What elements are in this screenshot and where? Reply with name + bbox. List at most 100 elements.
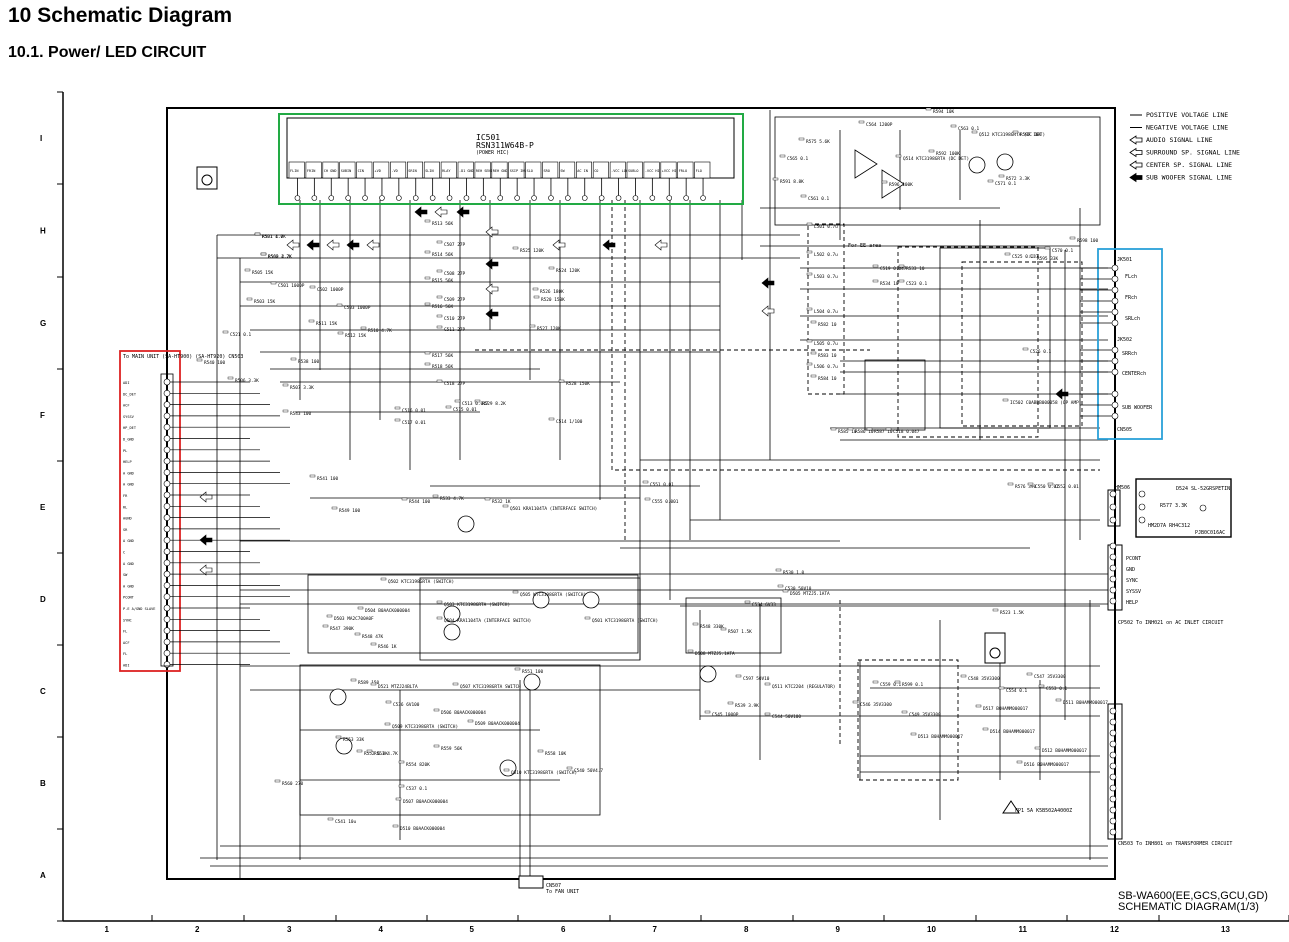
ic501-pin: CH GND: [324, 169, 337, 173]
cn503-pin-label: ADI: [123, 381, 130, 385]
component-label: D513 B0HAMM000017: [918, 734, 963, 740]
component-label: C530 50V10: [785, 586, 812, 592]
legend-arrow-swatch: [1129, 147, 1143, 158]
legend-arrow-swatch: [1129, 172, 1143, 183]
cn503-pin-label: C: [123, 551, 125, 555]
component-label: Q509 KTC3198GRTA (SWITCH): [392, 724, 458, 730]
footer-sheet: SCHEMATIC DIAGRAM(1/3): [1118, 901, 1259, 913]
component-label: C553 0.1: [1046, 686, 1068, 692]
grid-col-label: 4: [379, 925, 384, 934]
component-label: R533 4.7K: [440, 496, 464, 502]
component-label: R506 3.3K: [235, 378, 259, 384]
component-label: D509 B0AACK000004: [475, 721, 520, 727]
component-label: R543 100: [290, 411, 312, 417]
grid-row-label: G: [40, 319, 46, 328]
ic501-pin: AC IN: [577, 169, 588, 173]
led-subboard: D524 SL-52GRSPETIN R577 3.3K HM2D7A RH4C…: [1107, 478, 1232, 538]
pcont-connector: PCONT GND SYNC SYSSV HELP CP502 To INH02…: [1107, 544, 1223, 626]
ic501-pin: SLIN: [425, 169, 433, 173]
component-label: R591 8.8K: [780, 179, 804, 185]
grid-col-label: 8: [744, 925, 749, 934]
hm506-label: HM506: [1115, 485, 1130, 491]
ic501-pin: SRIN: [408, 169, 416, 173]
component-label: R548 47K: [362, 634, 384, 640]
component-label: Q501 KTC3198GRTA (SWITCH): [592, 618, 658, 624]
component-label: C564 1200P: [866, 122, 893, 128]
cn503-pin-label: A GND: [123, 562, 134, 566]
component-label: R597 10K: [1020, 132, 1042, 138]
component-label: Q512 KTC3198GRTA (DC DET): [979, 132, 1045, 138]
grid-col-label: 13: [1221, 925, 1230, 934]
component-label: Q510 KTC3198GRTA (SWITCH): [511, 770, 577, 776]
legend-item: POSITIVE VOLTAGE LINE: [1146, 111, 1228, 119]
component-label: C571 0.1: [995, 181, 1017, 187]
component-label: Q514 KTC3198GRTA (DC DET): [903, 156, 969, 162]
component-label: C548 35V3300: [968, 676, 1000, 682]
ic501-pin: SSIP INUT: [510, 169, 530, 173]
component-label: Q507 KTC3198GRTA SWITCH: [460, 684, 521, 690]
grid-col-label: 5: [470, 925, 475, 934]
cn503-pin-label: A GND: [123, 539, 134, 543]
component-label: C516 0.01: [402, 408, 426, 414]
cn503-pin-label: D_GND: [123, 438, 134, 442]
grid-col-label: 9: [836, 925, 841, 934]
component-label: Q505 KTC3198GRTA (SWITCH): [520, 592, 586, 598]
section-title: 10.1. Power/ LED CIRCUIT: [8, 44, 207, 61]
component-label: R544 100: [409, 499, 431, 505]
component-label: R598 100: [1077, 238, 1099, 244]
grid-col-label: 10: [927, 925, 936, 934]
component-label: R528 150K: [566, 381, 590, 387]
ic501-pin: CO: [594, 169, 598, 173]
component-label: R531 1.0: [262, 234, 284, 240]
cn503-pin-label: HELP: [123, 460, 132, 464]
component-label: R586 10: [855, 429, 874, 435]
component-label: C545 1000P: [712, 712, 739, 718]
component-label: C501 1000P: [278, 283, 305, 289]
fan-label: To FAN UNIT: [546, 889, 579, 895]
component-label: C508 27P: [444, 271, 466, 277]
component-label: C537 0.1: [406, 786, 428, 792]
component-label: R514 56K: [432, 252, 454, 258]
component-label: C547 35V3300: [1034, 674, 1066, 680]
component-label: L505 0.7u: [814, 341, 838, 347]
fuse-fp1: FP1 5A K5B502A4000Z: [1002, 800, 1072, 814]
cn503-connector: To MAIN UNIT (SA-HT900) (SA-HT920) CN503…: [119, 350, 290, 672]
legend-item: SURROUND SP. SIGNAL LINE: [1146, 149, 1240, 157]
component-label: C549 35V3300: [909, 712, 941, 718]
component-label: R502 4.7K: [268, 254, 292, 260]
component-label: R583 10: [818, 353, 837, 359]
pcont-label: PCONT: [1126, 556, 1141, 562]
component-label: L503 0.7u: [814, 274, 838, 280]
component-label: D503 MA2C700A0F: [334, 616, 374, 622]
component-label: D508 MTZJ5.1ATA: [695, 651, 735, 657]
component-label: R589 150: [358, 680, 380, 686]
cn503-pin-label: SYNC: [123, 618, 132, 622]
component-label: R505 15K: [252, 270, 274, 276]
component-label: L506 0.7u: [814, 364, 838, 370]
component-label: R551 100: [522, 669, 544, 675]
cn503-pin-label: A GND: [123, 584, 134, 588]
grid-row-label: D: [40, 595, 46, 604]
cn503-pin-label: AGND: [123, 517, 132, 521]
page-title: 10 Schematic Diagram: [8, 4, 233, 27]
ic501-pin: FRLO: [679, 169, 687, 173]
ic501-pin: SUBIN: [341, 169, 352, 173]
grid-col-label: 2: [195, 925, 200, 934]
component-label: D512 B0HAMM000017: [1042, 748, 1087, 754]
component-label: R599 0.1: [902, 682, 924, 688]
component-label: C515 0.01: [453, 407, 477, 413]
legend-arrow-swatch: [1129, 135, 1143, 145]
jk501-srlch: SRLch: [1125, 316, 1140, 322]
ic501-desc: (POWER HIC): [476, 150, 509, 156]
component-label: R517 56K: [432, 353, 454, 359]
component-label: R539 3.9K: [735, 703, 759, 709]
component-label: C536 6V100: [393, 702, 420, 708]
cn503-pin-label: SW: [123, 573, 128, 577]
grid-row-label: A: [40, 871, 46, 880]
component-label: R559 56K: [441, 746, 463, 752]
cp502-label: CP502 To INH021 on AC INLET CIRCUIT: [1118, 620, 1223, 626]
component-label: R525 120K: [520, 248, 544, 254]
component-label: R526 180K: [540, 289, 564, 295]
component-label: C597 50V10: [743, 676, 770, 682]
